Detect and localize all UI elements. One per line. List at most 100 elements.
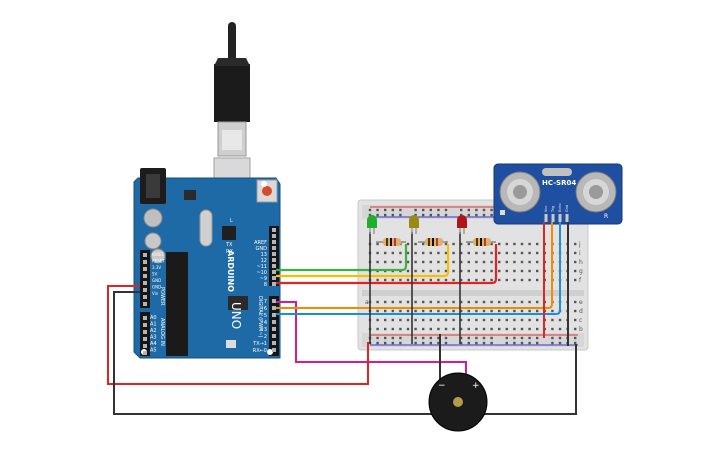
breadboard-hole [452,242,455,246]
pin-label: RX←0 [253,348,267,354]
breadboard-hole [414,327,417,331]
breadboard-hole [429,251,432,255]
breadboard-hole [376,336,379,340]
breadboard-hole [422,251,425,255]
breadboard-hole [558,341,562,345]
breadboard-hole [460,336,463,340]
wire-green [276,244,408,272]
breadboard-hole [460,208,463,212]
arduino-header-pins [143,228,276,355]
header-pin [272,252,276,256]
breadboard-hole [467,309,470,313]
breadboard-hole [460,309,463,313]
breadboard-hole [482,318,486,322]
breadboard-hole [467,318,470,322]
wire-magenta [276,301,467,390]
breadboard-hole [406,269,410,273]
row-letter: f [579,277,582,284]
breadboard-hole [406,327,410,331]
resistor [418,238,448,246]
digital-label: DIGITAL (PWM~) [257,296,263,338]
breadboard-hole [551,336,554,340]
breadboard-hole [399,278,402,282]
breadboard-hole [574,251,577,255]
breadboard-hole [429,327,432,331]
pin-label: GND [152,285,161,290]
breadboard-hole [467,260,470,264]
breadboard-hole [536,309,539,313]
breadboard-hole [368,208,372,212]
breadboard-hole [520,251,524,255]
breadboard-hole [406,242,410,246]
header-pin [272,348,276,352]
breadboard-hole [391,251,394,255]
breadboard-hole [536,327,539,331]
breadboard-hole [406,260,410,264]
sensor-corner-label: R [604,213,608,220]
breadboard-hole [376,341,379,345]
breadboard-hole [429,336,432,340]
breadboard-hole [414,318,417,322]
rx-label: RX [226,249,233,255]
breadboard-hole [376,309,379,313]
tx-label: TX [225,242,233,248]
breadboard-hole [536,318,539,322]
wire-red-pin9 [276,244,498,285]
breadboard-hole [467,251,470,255]
breadboard-hole [467,208,470,212]
breadboard-hole [475,341,478,345]
header-pin [272,240,276,244]
breadboard-hole [452,300,455,304]
breadboard-hole [498,318,501,322]
header-pin [272,306,276,310]
breadboard-hole [513,269,516,273]
breadboard-hole [414,309,417,313]
pin-label: ~3 [260,327,267,333]
breadboard-hole [376,278,379,282]
breadboard-hole [574,318,577,322]
breadboard-hole [376,208,379,212]
pin-label: 8 [264,282,267,288]
breadboard-hole [437,269,440,273]
breadboard-hole [475,309,478,313]
breadboard-hole [384,260,387,264]
breadboard-hole [414,242,417,246]
breadboard-hole [498,327,501,331]
arduino-pin-labels: IOREFRESET3.3V5VGNDGNDVinA0A1A2A3A4A5ARE… [150,240,267,354]
resistor [466,238,496,246]
row-letter: c [579,317,582,324]
breadboard-hole [505,269,508,273]
breadboard-hole [399,213,402,217]
breadboard-hole [536,336,539,340]
breadboard-hole [467,336,470,340]
header-pin [143,344,147,348]
breadboard-hole [422,260,425,264]
breadboard-hole [520,260,524,264]
breadboard-hole [406,300,410,304]
breadboard-hole [444,278,448,282]
breadboard-hole [391,309,394,313]
breadboard-hole [513,327,516,331]
breadboard-hole [414,278,417,282]
breadboard-hole [475,327,478,331]
breadboard-hole [551,318,554,322]
breadboard-hole [505,318,508,322]
breadboard-hole [384,327,387,331]
pin-label: 12 [261,258,267,264]
breadboard-hole [528,300,531,304]
breadboard-hole [536,251,539,255]
sensor-pin-label: Gnd [565,205,569,212]
pin-label: 2 [264,334,267,340]
breadboard-hole [399,327,402,331]
breadboard-hole [505,336,508,340]
breadboard-hole [444,260,448,264]
analog-in-label: ANALOG IN [159,318,165,346]
breadboard-hole [437,213,440,217]
breadboard-hole [384,208,387,212]
usb-cable [213,22,251,199]
breadboard-hole [482,260,486,264]
breadboard-hole [536,269,539,273]
breadboard-hole [513,318,516,322]
breadboard-hole [505,309,508,313]
